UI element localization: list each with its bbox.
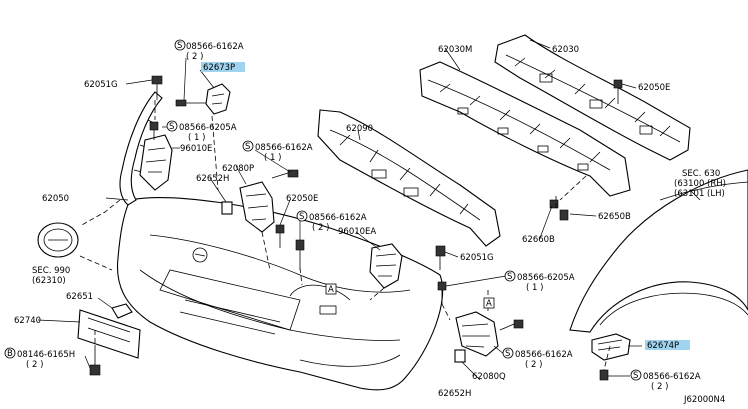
s-symbol-6205a-right: S [504, 270, 516, 282]
screw-62051g-left[interactable] [151, 75, 163, 100]
screw-08566-6162a-bottom[interactable] [599, 369, 609, 381]
emblem-sec-990[interactable] [37, 222, 79, 258]
ref-a-right-label: A [486, 299, 492, 309]
label-08566-6162a-top-qty: ( 2 ) [186, 52, 203, 62]
label-08146-6165h[interactable]: 08146-6165H [17, 350, 75, 360]
s-symbol-low: S [502, 347, 514, 359]
label-62050e-right[interactable]: 62050E [638, 83, 670, 93]
label-08566-6162a-low-qty: ( 2 ) [525, 360, 542, 370]
svg-text:B: B [7, 349, 13, 359]
label-62674p[interactable]: 62674P [647, 341, 679, 351]
label-08566-6162a-center-qty: ( 2 ) [312, 223, 329, 233]
label-08566-6205a-right-qty: ( 1 ) [526, 283, 543, 293]
screw-top-08566-6162a[interactable] [175, 99, 206, 107]
clip-62652h-bottom[interactable] [454, 349, 466, 363]
label-96010ea[interactable]: 96010EA [338, 227, 376, 237]
label-08566-6162a-top: 08566-6162A [186, 42, 244, 52]
bracket-62673p[interactable] [205, 83, 231, 115]
label-62050[interactable]: 62050 [42, 194, 69, 204]
label-62080p[interactable]: 62080P [222, 164, 254, 174]
license-plate-bracket[interactable] [77, 309, 141, 359]
label-62652h-bottom[interactable]: 62652H [438, 389, 471, 399]
screw-62650b[interactable] [559, 209, 569, 221]
label-08146-6165h-qty: ( 2 ) [26, 360, 43, 370]
s-symbol-6205a-top: S [166, 120, 178, 132]
s-symbol-mid: S [242, 140, 254, 152]
bracket-96010ea[interactable] [369, 243, 403, 289]
label-62090[interactable]: 62090 [346, 124, 373, 134]
screw-08566-6162a-low[interactable] [499, 319, 524, 331]
label-96010e[interactable]: 96010E [180, 144, 212, 154]
bracket-62080q[interactable] [455, 311, 499, 357]
label-08566-6162a-center[interactable]: 08566-6162A [309, 213, 367, 223]
ref-a-right: A [483, 297, 495, 309]
label-08566-6162a-mid-qty: ( 1 ) [264, 153, 281, 163]
bracket-62674p[interactable] [591, 333, 631, 361]
assembly-lines [79, 100, 611, 371]
screw-62051g-right[interactable] [435, 245, 446, 270]
label-sec-630-rh: (63100 (RH) [674, 179, 726, 189]
front-fender-sec-630[interactable] [569, 169, 748, 333]
ref-a-left: A [325, 283, 337, 295]
svg-text:S: S [633, 371, 638, 381]
s-symbol-bottom: S [630, 369, 642, 381]
bracket-96010e[interactable] [139, 134, 173, 191]
label-08566-6205a-top[interactable]: 08566-6205A [179, 123, 237, 133]
upper-support-62030[interactable] [494, 34, 691, 161]
clip-62651[interactable] [111, 303, 133, 319]
s-symbol-center: S [296, 210, 308, 222]
label-sec-990[interactable]: SEC. 990 [32, 266, 70, 276]
label-62673p[interactable]: 62673P [203, 63, 235, 73]
svg-text:S: S [507, 272, 512, 282]
label-62652h-top[interactable]: 62652H [196, 174, 229, 184]
bolt-08146-6165h[interactable] [89, 345, 101, 376]
s-symbol-top: S [174, 39, 186, 51]
svg-text:S: S [299, 212, 304, 222]
label-62740[interactable]: 62740 [14, 316, 41, 326]
label-sec-630[interactable]: SEC. 630 [682, 169, 720, 179]
label-08566-6205a-right[interactable]: 08566-6205A [517, 273, 575, 283]
label-62051g-left[interactable]: 62051G [84, 80, 118, 90]
label-08566-6205a-top-qty: ( 1 ) [188, 133, 205, 143]
svg-text:S: S [177, 41, 182, 51]
label-62030[interactable]: 62030 [552, 45, 579, 55]
label-sec-990-ref: (62310) [32, 276, 66, 286]
svg-text:S: S [505, 349, 510, 359]
bumper-absorber-62090[interactable] [317, 109, 501, 247]
label-62080q[interactable]: 62080Q [472, 372, 506, 382]
screw-62660b[interactable] [549, 199, 559, 209]
label-sec-630-lh: (63101 (LH) [674, 189, 725, 199]
label-62050e[interactable]: 62050E [286, 194, 318, 204]
svg-text:S: S [245, 142, 250, 152]
label-08566-6162a-low[interactable]: 08566-6162A [515, 350, 573, 360]
bumper-reinforcement-62030[interactable] [419, 61, 631, 197]
label-08566-6162a-bottom[interactable]: 08566-6162A [643, 372, 701, 382]
label-62030m[interactable]: 62030M [438, 45, 472, 55]
front-bumper-fascia[interactable] [116, 197, 444, 391]
label-62051g-right[interactable]: 62051G [460, 253, 494, 263]
label-62660b[interactable]: 62660B [522, 235, 555, 245]
screw-08566-6162a-mid[interactable] [271, 169, 299, 179]
bracket-62080p[interactable] [239, 181, 275, 233]
label-62651[interactable]: 62651 [66, 292, 93, 302]
label-62650b[interactable]: 62650B [598, 212, 631, 222]
clip-62652h-top[interactable] [221, 201, 233, 215]
label-08566-6162a-bottom-qty: ( 2 ) [651, 382, 668, 392]
highlight-62674p [645, 340, 690, 350]
screw-08566-6205a-top[interactable] [149, 121, 159, 140]
b-symbol: B [4, 347, 16, 359]
svg-text:S: S [169, 122, 174, 132]
highlight-62673p [201, 62, 245, 72]
ref-a-left-label: A [328, 285, 334, 295]
diagram-code: J62000N4 [683, 395, 725, 405]
label-08566-6162a-mid[interactable]: 08566-6162A [255, 143, 313, 153]
